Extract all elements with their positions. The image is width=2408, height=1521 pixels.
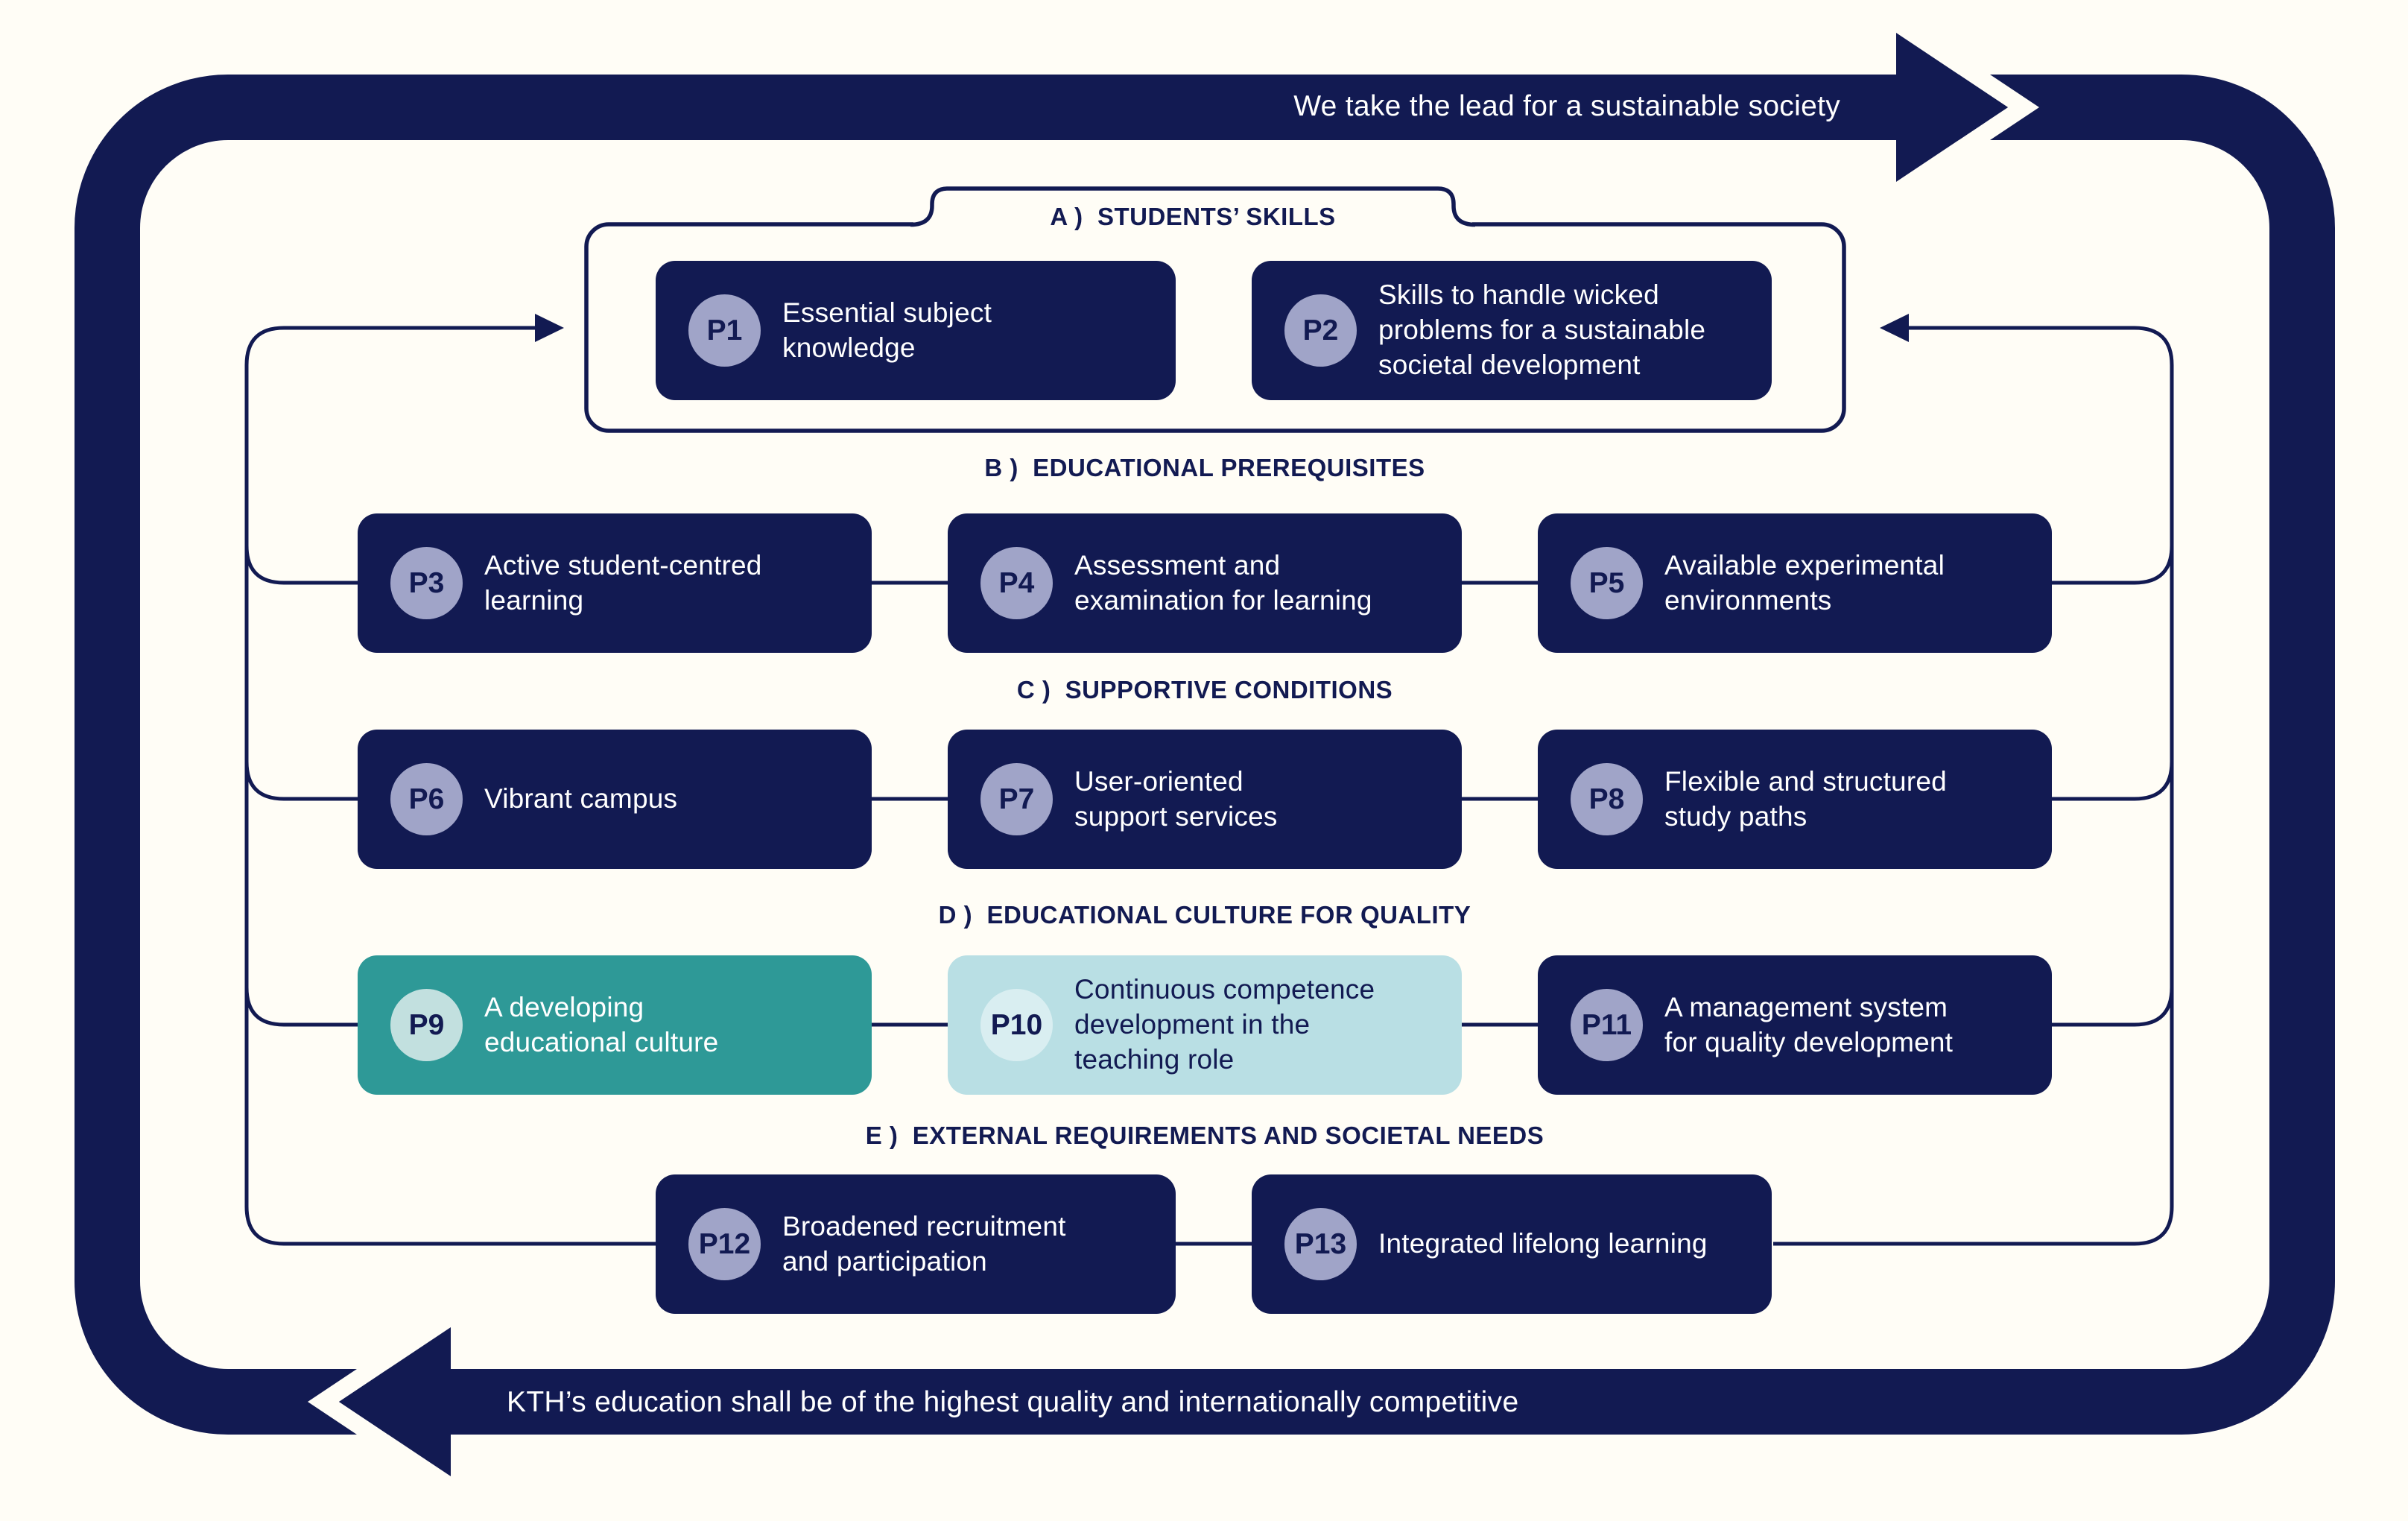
section-c-header: C ) SUPPORTIVE CONDITIONS	[1016, 676, 1393, 703]
right-branch-row-b	[2052, 545, 2174, 585]
p10-badge: P10	[980, 989, 1053, 1061]
p9-badge: P9	[390, 989, 463, 1061]
p9-label: A developing educational culture	[484, 991, 719, 1057]
left-branch-row-d	[244, 987, 358, 1027]
left-branch-row-b	[244, 545, 358, 585]
bottom-banner-text: KTH’s education shall be of the highest …	[507, 1386, 1519, 1418]
bottom-loop-arrowhead-left-icon	[339, 1327, 451, 1476]
arrow-into-section-a-right-icon	[1880, 314, 1909, 342]
p4-label: Assessment and examination for learning	[1074, 549, 1372, 616]
loop-band	[75, 75, 2335, 1435]
p3-badge: P3	[390, 547, 463, 619]
section-d-header: D ) EDUCATIONAL CULTURE FOR QUALITY	[938, 901, 1471, 929]
p8-label: Flexible and structured study paths	[1664, 765, 1947, 832]
p12-badge: P12	[688, 1208, 761, 1280]
p12-label: Broadened recruitment and participation	[782, 1210, 1066, 1277]
arrow-into-section-a-left-icon	[535, 314, 564, 342]
top-banner-text: We take the lead for a sustainable socie…	[1293, 90, 1840, 122]
pill-box-p5: P5 Available experimental environments	[1538, 513, 2052, 653]
section-a-header: A ) STUDENTS’ SKILLS	[1050, 203, 1336, 230]
bottom-chevron-gap	[308, 1327, 451, 1476]
top-chevron-gap	[1896, 33, 2039, 182]
left-branch-row-c	[244, 761, 358, 801]
left-trunk-line	[244, 326, 657, 1246]
top-loop-arrowhead-right-icon	[1896, 33, 2008, 182]
p1-badge: P1	[688, 294, 761, 367]
p8-badge: P8	[1571, 763, 1643, 835]
p1-label: Essential subject knowledge	[782, 297, 992, 363]
right-branch-row-c	[2052, 761, 2174, 801]
connector-lines	[244, 326, 2174, 1246]
pill-box-p7: P7 User-oriented support services	[948, 730, 1462, 869]
pill-box-p6: P6 Vibrant campus	[358, 730, 872, 869]
p6-label: Vibrant campus	[484, 783, 678, 814]
pill-box-p13: P13 Integrated lifelong learning	[1252, 1174, 1772, 1314]
p11-badge: P11	[1571, 989, 1643, 1061]
p3-label: Active student-centred learning	[484, 549, 762, 616]
p7-badge: P7	[980, 763, 1053, 835]
p2-badge: P2	[1284, 294, 1357, 367]
section-a-tab-opening	[913, 220, 1472, 229]
p11-label: A management system for quality developm…	[1664, 991, 1954, 1057]
pill-box-p1: P1 Essential subject knowledge	[656, 261, 1176, 400]
pill-box-p4: P4 Assessment and examination for learni…	[948, 513, 1462, 653]
section-a-tab	[910, 186, 1476, 227]
p13-label: Integrated lifelong learning	[1378, 1228, 1708, 1259]
connector-arrowheads	[535, 314, 1909, 342]
p7-label: User-oriented support services	[1074, 765, 1278, 832]
pill-box-p10: P10 Continuous competence development in…	[948, 955, 1462, 1095]
p10-label: Continuous competence development in the…	[1074, 974, 1375, 1075]
section-e-header: E ) EXTERNAL REQUIREMENTS AND SOCIETAL N…	[865, 1122, 1544, 1149]
pill-box-p8: P8 Flexible and structured study paths	[1538, 730, 2052, 869]
outer-loop-ring	[75, 33, 2335, 1476]
pill-box-p3: P3 Active student-centred learning	[358, 513, 872, 653]
p4-badge: P4	[980, 547, 1053, 619]
pill-box-p11: P11 A management system for quality deve…	[1538, 955, 2052, 1095]
p5-badge: P5	[1571, 547, 1643, 619]
pill-box-p2: P2 Skills to handle wicked problems for …	[1252, 261, 1772, 400]
section-b-header: B ) EDUCATIONAL PREREQUISITES	[984, 454, 1425, 481]
section-a-frame	[584, 186, 1846, 433]
pill-box-p9: P9 A developing educational culture	[358, 955, 872, 1095]
p2-label: Skills to handle wicked problems for a s…	[1378, 279, 1706, 380]
pill-box-p12: P12 Broadened recruitment and participat…	[656, 1174, 1176, 1314]
p5-label: Available experimental environments	[1664, 549, 1945, 616]
p6-badge: P6	[390, 763, 463, 835]
right-trunk-line	[1773, 326, 2174, 1246]
right-branch-row-d	[2052, 987, 2174, 1027]
p13-badge: P13	[1284, 1208, 1357, 1280]
